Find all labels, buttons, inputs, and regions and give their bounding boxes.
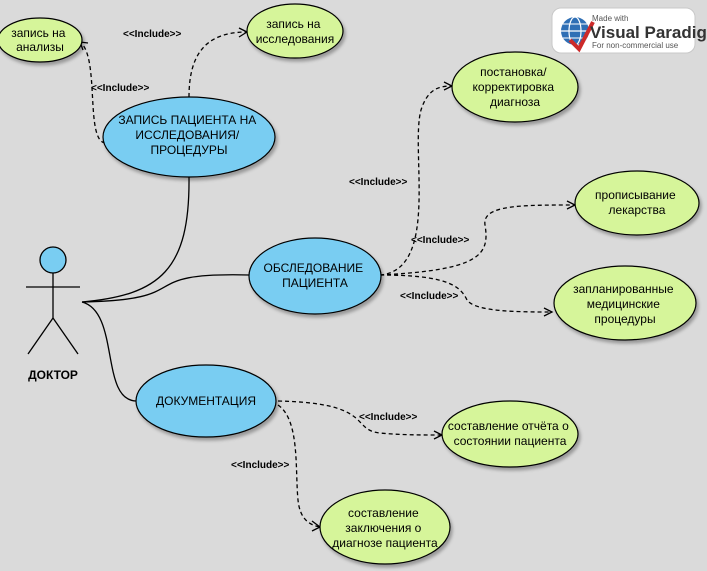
- globe-icon: [561, 16, 595, 53]
- use-case-otchet[interactable]: [441, 400, 579, 468]
- use-case-postanovka-label: постановка/ корректировка диагноза: [473, 65, 558, 109]
- use-case-otchet-label: составление отчёта о состоянии пациента: [448, 419, 572, 448]
- use-case-obsledovanie[interactable]: [248, 237, 382, 315]
- include-line-zaklyuchenie: [277, 404, 321, 528]
- include-relations: [79, 27, 577, 532]
- include-line-otchet: [277, 400, 443, 436]
- use-case-postanovka[interactable]: [451, 51, 579, 123]
- watermark-line2: Visual Paradigm: [590, 23, 707, 42]
- include-line-postanovka: [379, 85, 453, 276]
- use-case-lekarstva[interactable]: [574, 170, 700, 236]
- association-obsledovanie: [81, 274, 250, 303]
- use-case-zapis-issledovaniya-label: запись на исследования: [256, 17, 335, 46]
- use-case-zaklyuchenie-label: составление заключения о диагнозе пациен…: [332, 506, 438, 550]
- include-line-analizy: [79, 41, 106, 144]
- include-line-issledovaniya: [188, 31, 248, 98]
- include-labels: <<Include>> <<Include>> <<Include>> <<In…: [91, 29, 470, 471]
- include-label: <<Include>>: [231, 460, 290, 471]
- include-label: <<Include>>: [400, 291, 459, 302]
- use-case-obsledovanie-label: ОБСЛЕДОВАНИЕ ПАЦИЕНТА: [264, 261, 367, 290]
- include-label: <<Include>>: [123, 29, 182, 40]
- use-case-zapis-analizy[interactable]: [0, 17, 83, 63]
- use-case-dokumentaciya[interactable]: [135, 364, 277, 438]
- use-case-zapis-analizy-label: запись на анализы: [11, 26, 69, 54]
- use-case-zapis-pacienta[interactable]: [102, 96, 276, 178]
- association-dokumentaciya: [81, 301, 137, 402]
- include-label: <<Include>>: [91, 83, 150, 94]
- include-label: <<Include>>: [349, 177, 408, 188]
- associations: [81, 176, 250, 402]
- use-case-procedury[interactable]: [553, 265, 697, 341]
- use-case-dokumentaciya-label: ДОКУМЕНТАЦИЯ: [156, 394, 256, 408]
- actor-label: ДОКТОР: [28, 368, 78, 382]
- actor-head: [39, 246, 67, 274]
- visual-paradigm-watermark: Made with Visual Paradigm For non-commer…: [551, 7, 707, 54]
- use-case-zaklyuchenie[interactable]: [319, 489, 451, 565]
- actor-doctor: ДОКТОР: [26, 246, 80, 382]
- use-case-lekarstva-label: прописывание лекарства: [595, 188, 679, 217]
- use-case-zapis-issledovaniya[interactable]: [246, 3, 344, 59]
- use-case-procedury-label: запланированные медицинские процедуры: [573, 282, 677, 326]
- arrowhead: [543, 307, 554, 317]
- association-zapis-pacienta: [81, 176, 190, 303]
- include-line-lekarstva: [379, 204, 576, 276]
- watermark-line3: For non-commercial use: [592, 41, 679, 50]
- include-label: <<Include>>: [411, 235, 470, 246]
- use-case-zapis-pacienta-label: ЗАПИСЬ ПАЦИЕНТА НА ИССЛЕДОВАНИЯ/ ПРОЦЕДУ…: [118, 113, 259, 157]
- watermark-line1: Made with: [592, 14, 628, 23]
- include-label: <<Include>>: [359, 412, 418, 423]
